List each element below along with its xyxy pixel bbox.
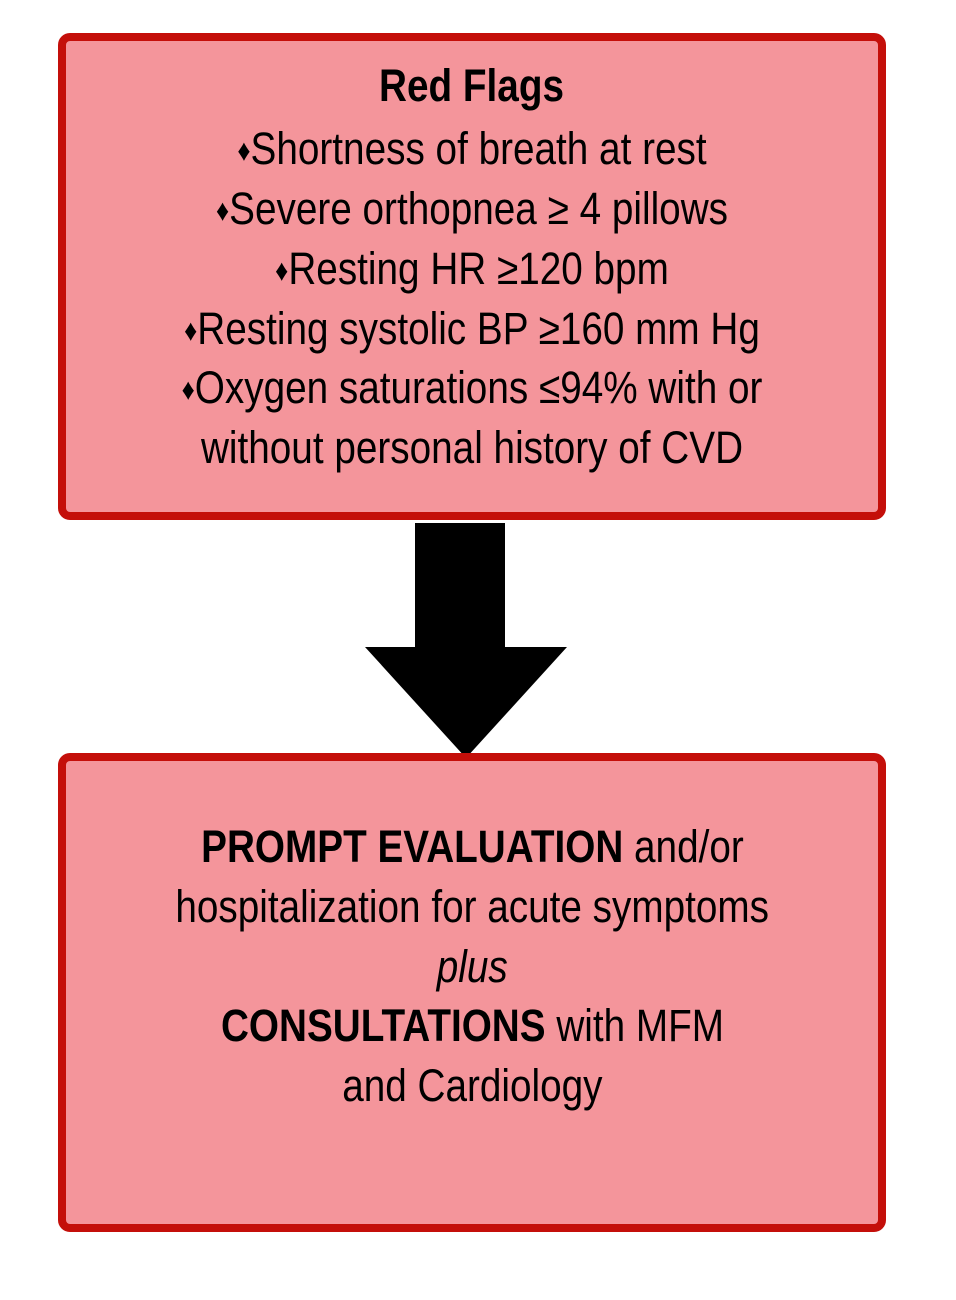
list-item-text: Oxygen saturations ≤94% with or xyxy=(194,362,763,414)
action-text: and/or xyxy=(622,820,744,872)
diamond-bullet-icon: ♦ xyxy=(215,194,230,228)
action-connector-word: plus xyxy=(436,940,508,992)
red-flags-box: Red Flags ♦Shortness of breath at rest ♦… xyxy=(58,33,886,520)
list-item-text: Severe orthopnea ≥ 4 pillows xyxy=(229,182,728,234)
action-emphasis: CONSULTATIONS xyxy=(220,1000,546,1052)
list-item-text: Shortness of breath at rest xyxy=(250,123,707,174)
diamond-bullet-icon: ♦ xyxy=(237,134,251,168)
list-item: ♦Resting HR ≥120 bpm xyxy=(123,239,821,299)
list-item: ♦Resting systolic BP ≥160 mm Hg xyxy=(123,299,821,359)
action-line: and Cardiology xyxy=(342,1056,602,1116)
diamond-bullet-icon: ♦ xyxy=(275,254,289,288)
list-item-text: Resting HR ≥120 bpm xyxy=(288,242,669,294)
action-line: plus xyxy=(436,937,507,997)
action-text: and Cardiology xyxy=(341,1060,603,1112)
action-line: PROMPT EVALUATION and/or xyxy=(201,817,744,877)
action-text: hospitalization for acute symptoms xyxy=(175,880,769,932)
action-text: with MFM xyxy=(545,1000,724,1052)
list-item: ♦Shortness of breath at rest xyxy=(123,119,821,179)
diamond-bullet-icon: ♦ xyxy=(184,313,198,347)
list-item-text: Resting systolic BP ≥160 mm Hg xyxy=(197,302,760,354)
action-line: hospitalization for acute symptoms xyxy=(175,877,769,937)
list-item: ♦Severe orthopnea ≥ 4 pillows xyxy=(123,179,821,239)
action-emphasis: PROMPT EVALUATION xyxy=(200,820,623,872)
red-flags-title: Red Flags xyxy=(379,60,565,111)
list-item-text-continued: without personal history of CVD xyxy=(200,422,744,474)
down-arrow-icon xyxy=(365,523,567,758)
prompt-evaluation-box: PROMPT EVALUATION and/or hospitalization… xyxy=(58,753,886,1232)
red-flags-list: ♦Shortness of breath at rest ♦Severe ort… xyxy=(66,119,878,478)
diamond-bullet-icon: ♦ xyxy=(181,373,195,407)
list-item: ♦Oxygen saturations ≤94% with or without… xyxy=(123,358,821,478)
action-line: CONSULTATIONS with MFM xyxy=(220,996,723,1056)
